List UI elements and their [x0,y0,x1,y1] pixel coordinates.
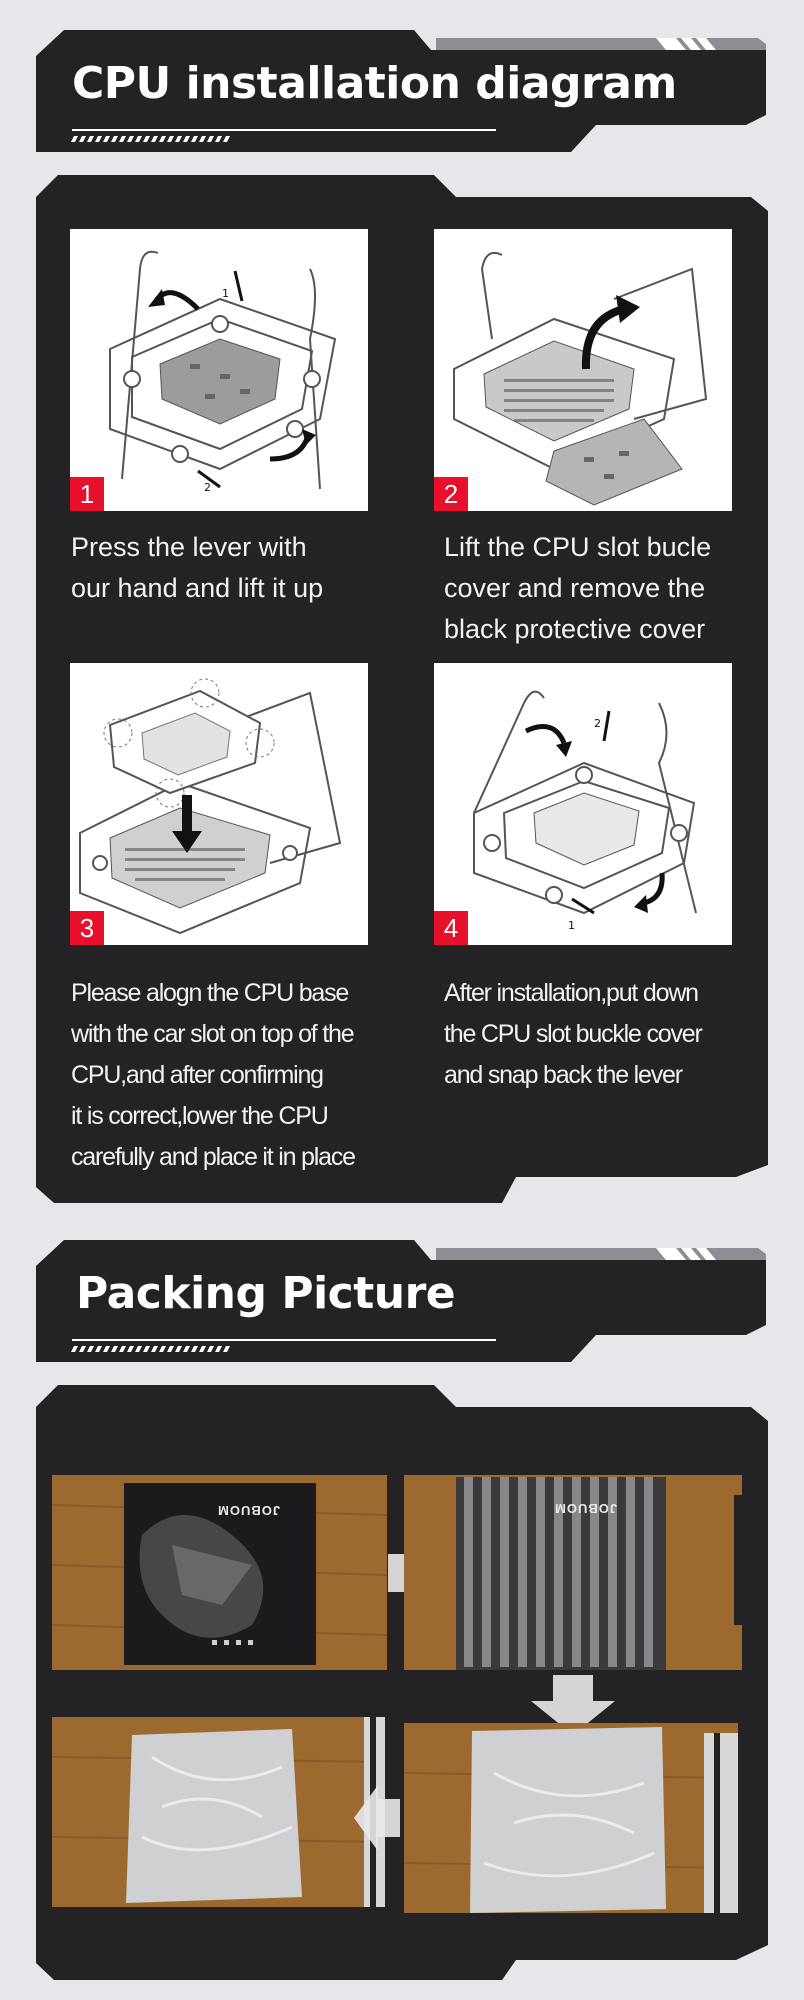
arrow-down-icon [531,1675,615,1735]
step-4-illustration: 2 1 4 [434,663,732,945]
svg-text:1: 1 [222,287,229,300]
step-2-illustration: 2 [434,229,732,511]
packing-section-title: Packing Picture [76,1268,456,1319]
step-4-badge: 4 [434,911,468,945]
step-3-illustration: 3 [70,663,368,945]
install-steps-panel: 1 2 1 Press the lever with our hand and … [36,175,768,1203]
arrow-left-icon [354,1785,400,1851]
box-brand-label: JOBUOM [554,1501,618,1516]
packing-photos-panel: JOBUOM JOBUOM [36,1385,768,1980]
packing-photo-3 [52,1717,385,1907]
svg-text:1: 1 [568,919,575,932]
packing-header-banner: Packing Picture [36,1240,766,1362]
step-2-badge: 2 [434,477,468,511]
box-brand-label: JOBUOM [217,1503,281,1518]
packing-photo-1: JOBUOM [52,1475,387,1670]
packing-photo-2: JOBUOM [404,1475,742,1670]
step-1-illustration: 1 2 1 [70,229,368,511]
svg-text:2: 2 [204,481,211,494]
packing-photo-4 [404,1723,738,1913]
step-4-text: After installation,put down the CPU slot… [444,979,703,1089]
step-3-badge: 3 [70,911,104,945]
step-2-text: Lift the CPU slot bucle cover and remove… [444,532,712,644]
step-1-text: Press the lever with our hand and lift i… [71,532,324,603]
step-1-badge: 1 [70,477,104,511]
svg-text:2: 2 [594,717,601,730]
install-header-banner: CPU installation diagram [36,30,766,152]
install-section-title: CPU installation diagram [72,58,677,109]
step-3-text: Please alogn the CPU base with the car s… [71,979,356,1171]
